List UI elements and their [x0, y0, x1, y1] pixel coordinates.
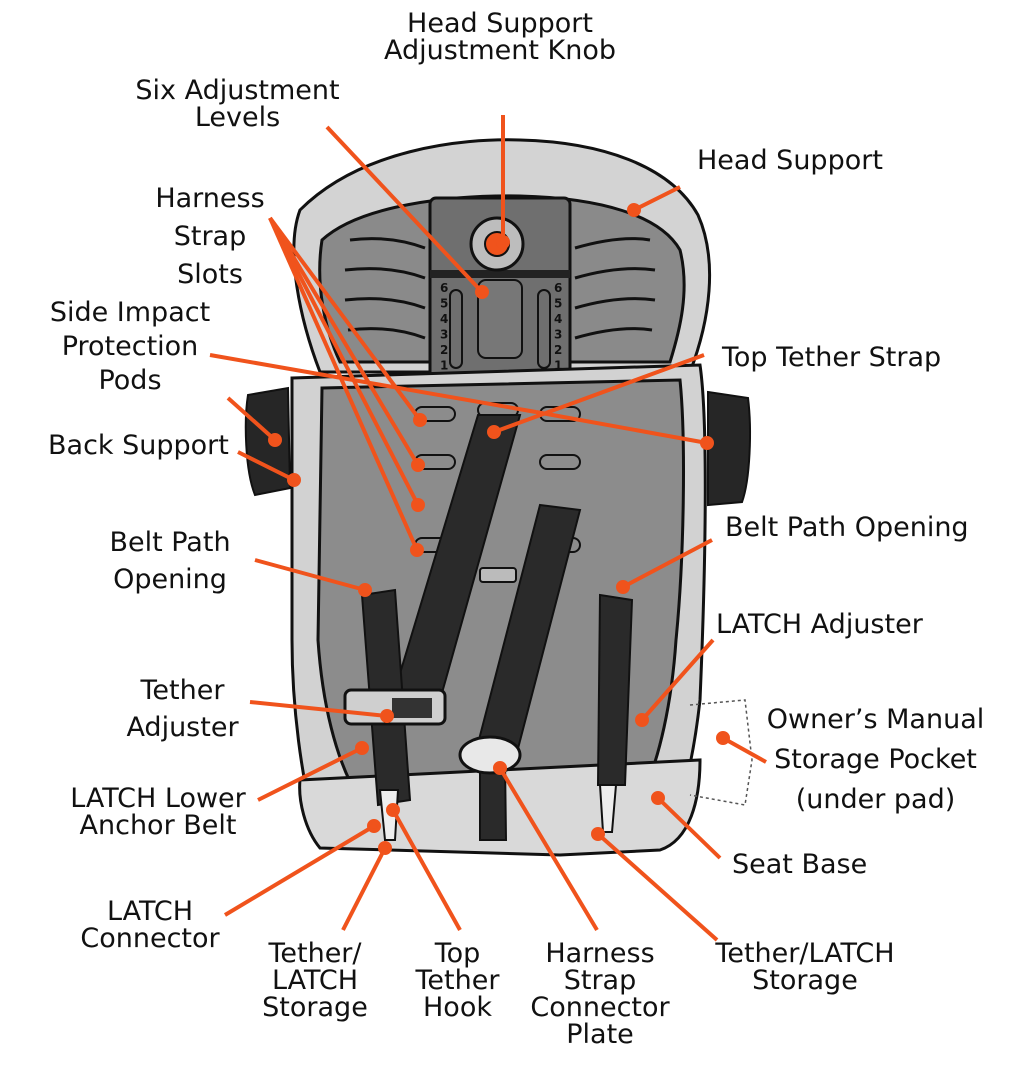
label-harness-strap-slots: Harness Strap Slots: [155, 183, 265, 290]
height-level-number: 3: [554, 328, 562, 342]
side-impact-pod-left: [244, 386, 292, 497]
label-latch-lower-anchor-belt: LATCH Lower Anchor Belt: [70, 783, 246, 841]
label-tether-latch-storage-right: Tether/LATCH Storage: [715, 938, 895, 996]
manual-pocket-outline: [689, 699, 753, 806]
label-side-impact-pods: Side Impact Protection Pods: [49, 297, 211, 396]
latch-strap-right[interactable]: [596, 593, 634, 786]
height-level-number: 2: [554, 343, 562, 357]
label-head-support-knob: Head Support Adjustment Knob: [383, 8, 617, 66]
label-seat-base: Seat Base: [732, 849, 868, 880]
height-level-number: 1: [554, 359, 562, 373]
label-tether-latch-storage-left: Tether/ LATCH Storage: [262, 938, 368, 1023]
label-harness-connector-plate: Harness Strap Connector Plate: [530, 938, 670, 1050]
label-belt-path-opening-left: Belt Path Opening: [109, 527, 231, 595]
height-level-number: 5: [440, 297, 448, 311]
latch-connector-right[interactable]: [598, 784, 618, 833]
label-back-support: Back Support: [48, 430, 229, 461]
side-impact-pod-right: [707, 390, 751, 507]
head-support-ribs: [344, 237, 656, 340]
height-level-number: 6: [440, 281, 448, 295]
label-belt-path-opening-right: Belt Path Opening: [725, 512, 969, 543]
height-level-number: 5: [554, 297, 562, 311]
height-level-number: 2: [440, 343, 448, 357]
height-level-number: 4: [554, 312, 562, 326]
height-level-number: 6: [554, 281, 562, 295]
label-top-tether-strap: Top Tether Strap: [722, 342, 942, 373]
label-owners-manual-pocket: Owner’s Manual Storage Pocket (under pad…: [766, 704, 985, 815]
height-level-number: 4: [440, 312, 448, 326]
label-head-support: Head Support: [697, 145, 883, 176]
height-level-number: 3: [440, 328, 448, 342]
label-latch-adjuster: LATCH Adjuster: [716, 609, 923, 640]
leader-lines: [209, 115, 767, 942]
label-tether-adjuster: Tether Adjuster: [126, 675, 239, 743]
label-six-adjustment-levels: Six Adjustment Levels: [135, 75, 340, 133]
harness-connector-plate[interactable]: [458, 735, 522, 775]
label-top-tether-hook: Top Tether Hook: [415, 938, 500, 1023]
label-latch-connector: LATCH Connector: [80, 896, 220, 954]
height-level-number: 1: [440, 359, 448, 373]
